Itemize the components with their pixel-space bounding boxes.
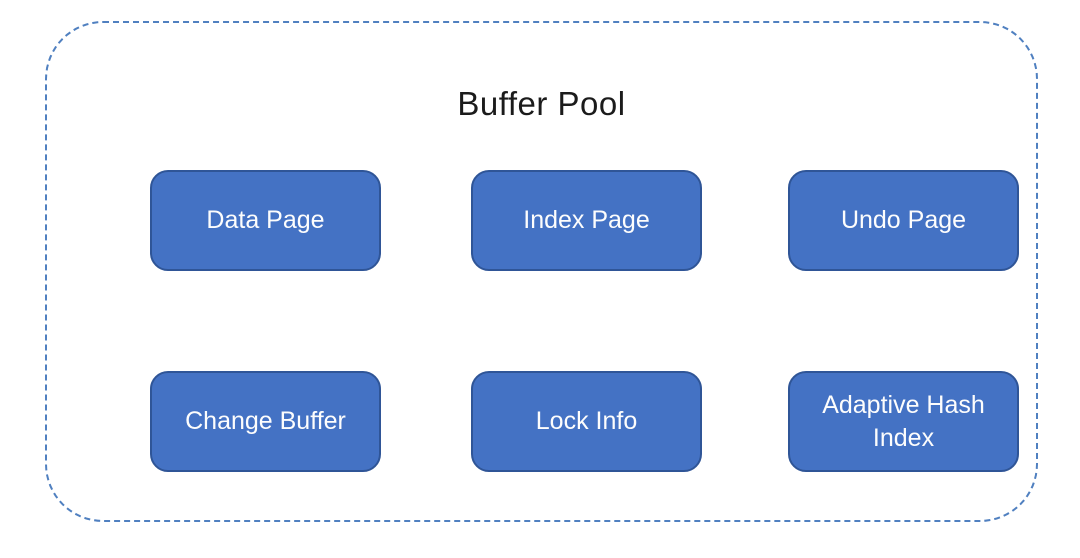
node-lock-info: Lock Info	[471, 371, 702, 472]
node-label: Undo Page	[840, 206, 967, 235]
node-label: Change Buffer	[185, 407, 346, 436]
node-change-buffer: Change Buffer	[150, 371, 381, 472]
node-index-page: Index Page	[471, 170, 702, 271]
node-label: Data Page	[206, 206, 325, 235]
node-undo-page: Undo Page	[788, 170, 1019, 271]
node-data-page: Data Page	[150, 170, 381, 271]
diagram-title: Buffer Pool	[457, 85, 626, 122]
node-label: Lock Info	[535, 407, 638, 436]
node-adaptive-hash-index: Adaptive Hash Index	[788, 371, 1019, 472]
buffer-pool-container: Buffer Pool Data Page Index Page Undo Pa…	[45, 21, 1038, 522]
node-label: Index Page	[523, 206, 650, 235]
node-label: Adaptive Hash Index	[822, 391, 985, 452]
